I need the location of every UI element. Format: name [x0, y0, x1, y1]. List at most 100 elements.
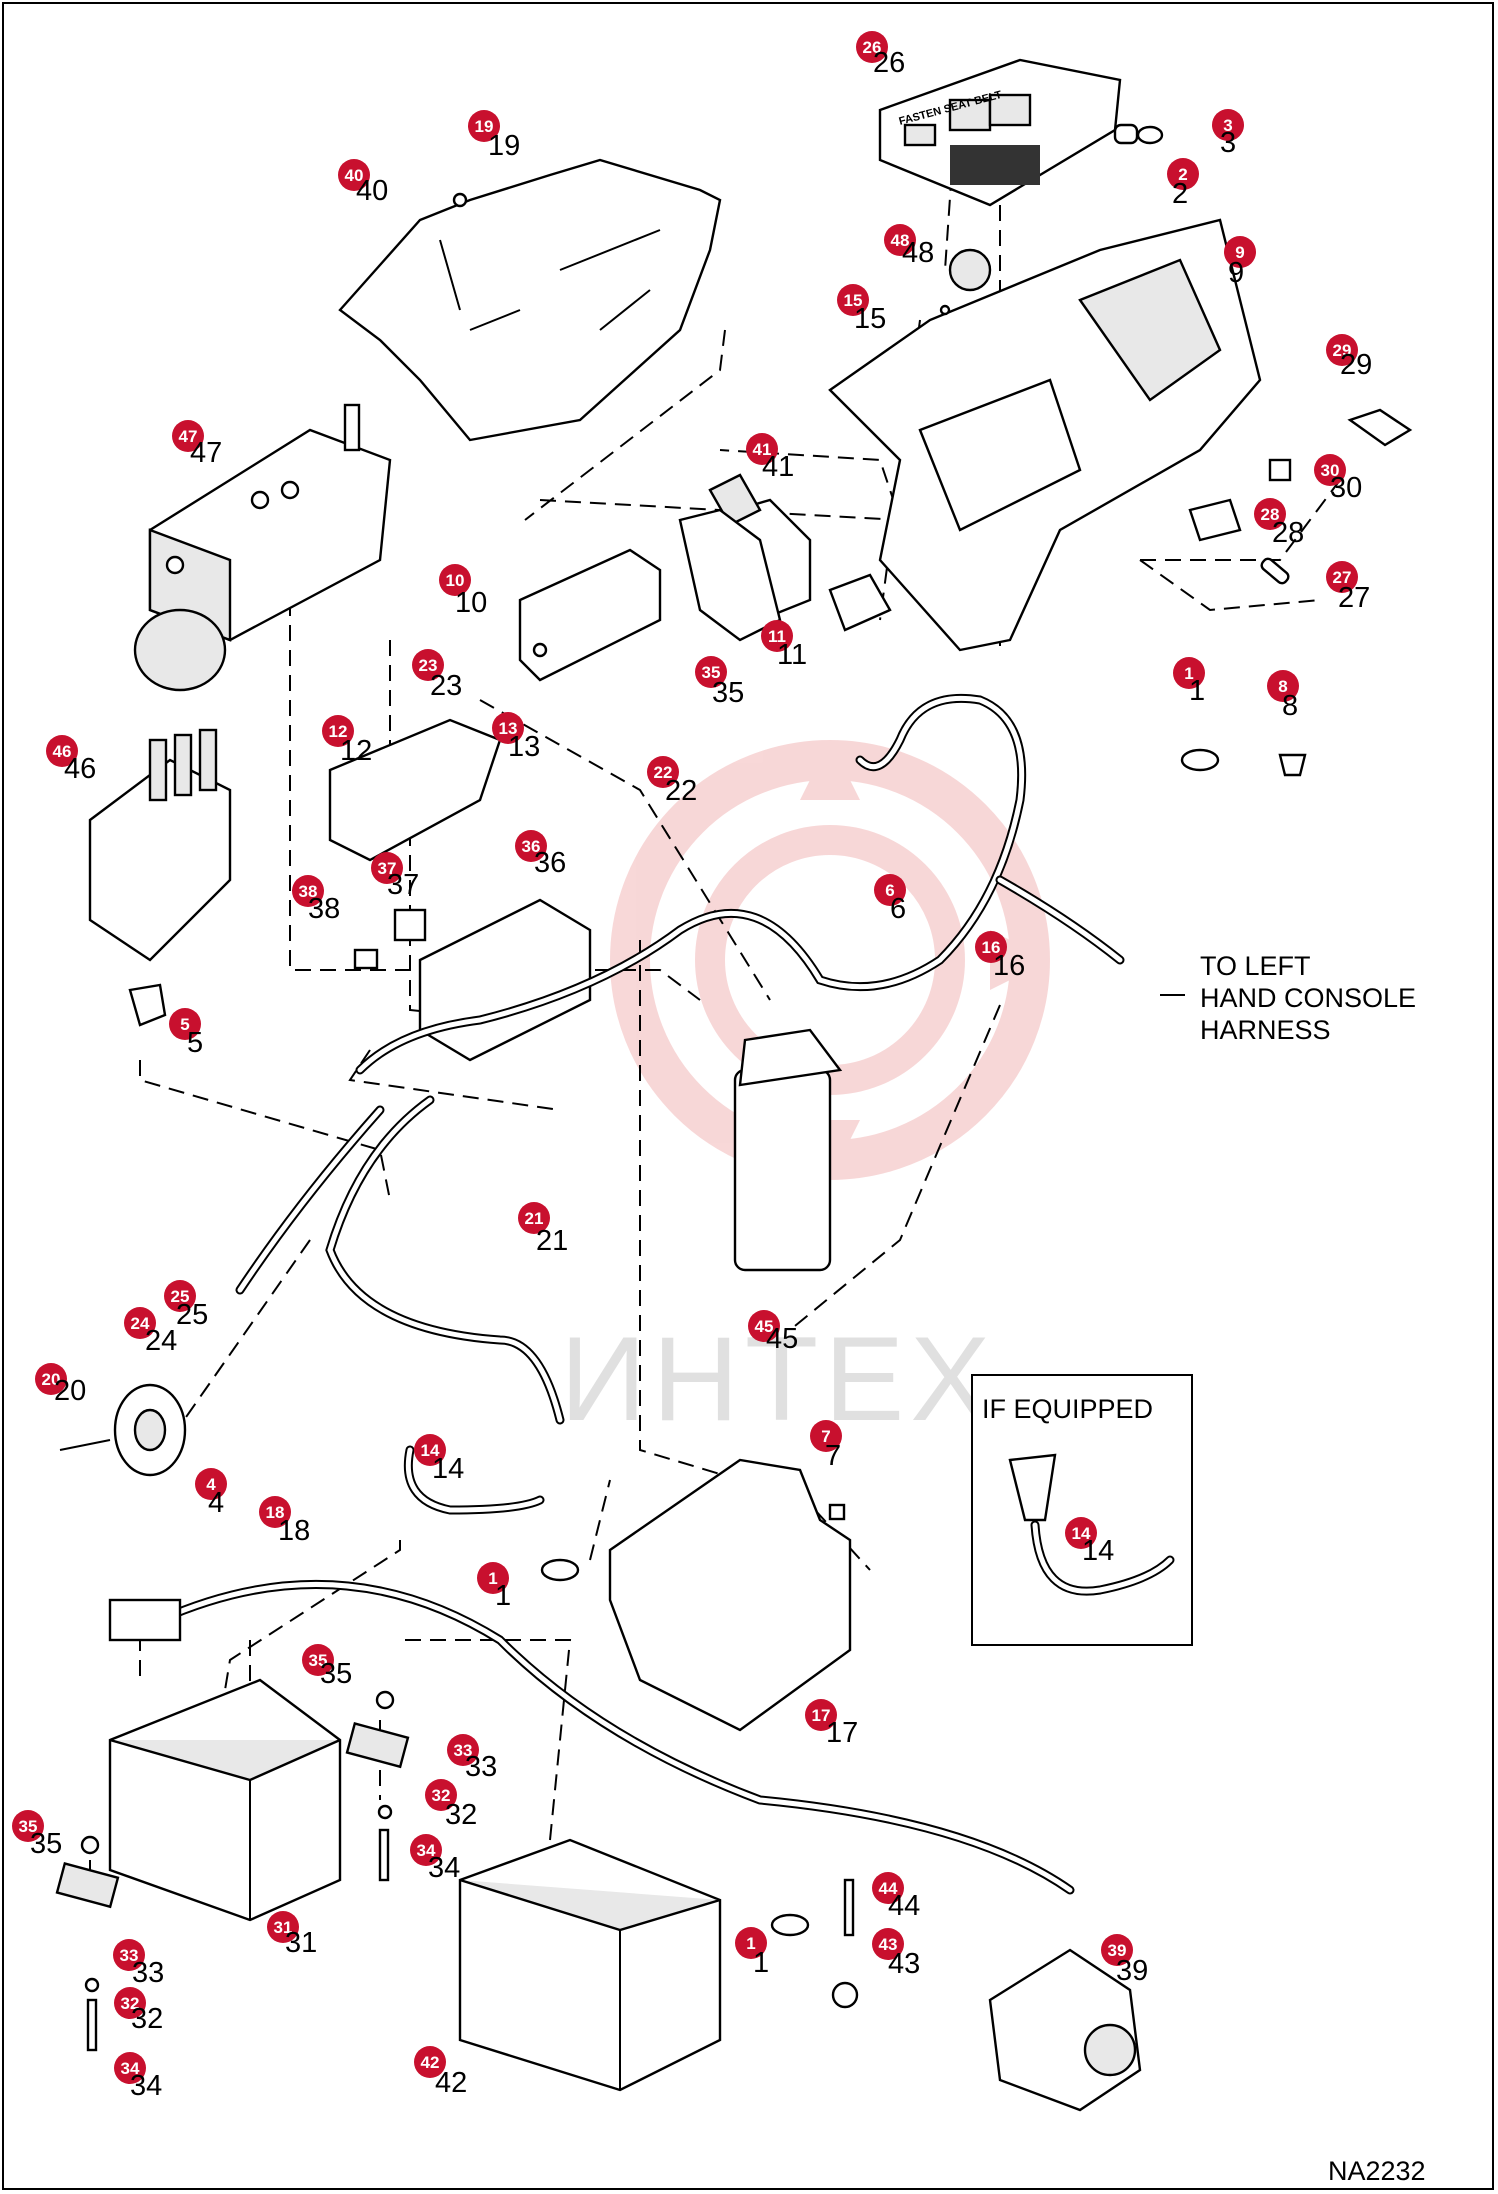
callout-badge: 32: [425, 1779, 457, 1811]
callout-badge-dot: [12, 1810, 44, 1842]
callout-badge-text: 27: [1333, 568, 1352, 587]
callout-badge-text: 14: [1072, 1524, 1091, 1543]
callout-badge-dot: [515, 830, 547, 862]
battery-bracket: [608, 1458, 852, 1732]
callout-badge-dot: [477, 1562, 509, 1594]
callout-badge: 14: [414, 1434, 446, 1466]
callout-number-label: 1: [495, 1580, 511, 1612]
callout-number-label: 39: [1116, 1955, 1148, 1987]
callout-badge-dot: [172, 420, 204, 452]
callout-number-label: 42: [435, 2067, 467, 2099]
callout-number-label: 43: [888, 1948, 920, 1980]
callout-number-label: 48: [902, 237, 934, 269]
callout-badge-dot: [1326, 561, 1358, 593]
callout-badge: 38: [292, 875, 324, 907]
harness-note: TO LEFT HAND CONSOLE HARNESS: [1200, 951, 1416, 1045]
callout-badge-text: 43: [879, 1935, 898, 1954]
horn: [59, 1383, 187, 1477]
callout-badge-dot: [874, 874, 906, 906]
callout-badge-dot: [695, 656, 727, 688]
callout-number-label: 36: [534, 847, 566, 879]
callout-badge-text: 16: [982, 938, 1001, 957]
callout-badge: 43: [872, 1928, 904, 1960]
callout-number-label: 32: [445, 1799, 477, 1831]
battery-cable-14: [403, 1445, 545, 1515]
callout-badge-text: 13: [499, 719, 518, 738]
callout-badge-text: 11: [768, 627, 786, 646]
callout-badge-dot: [1101, 1934, 1133, 1966]
callout-badge-text: 22: [654, 763, 673, 782]
callout-badge-dot: [425, 1779, 457, 1811]
callout-badge-dot: [1254, 498, 1286, 530]
callout-number-label: 38: [308, 893, 340, 925]
callout-number-label: 33: [465, 1751, 497, 1783]
callout-badge-dot: [259, 1496, 291, 1528]
callout-badge-dot: [1314, 454, 1346, 486]
callout-badge-text: 10: [446, 571, 465, 590]
callout-badge-text: 33: [454, 1741, 473, 1760]
callout-badge-text: 46: [53, 742, 72, 761]
callout-badge: 28: [1254, 498, 1286, 530]
callout-badge-dot: [748, 1310, 780, 1342]
callout-badge-text: 20: [42, 1370, 61, 1389]
callout-badge: 24: [124, 1307, 156, 1339]
callout-badge: 37: [371, 852, 403, 884]
callout-badge-text: 32: [121, 1994, 140, 2013]
callout-badge: 31: [267, 1911, 299, 1943]
battery-42: [458, 1838, 722, 2092]
callout-badge-text: 8: [1278, 677, 1287, 696]
callout-badge-dot: [872, 1872, 904, 1904]
callout-badge-dot: [884, 224, 916, 256]
callout-badge: 41: [746, 433, 778, 465]
callout-badge-text: 30: [1321, 461, 1340, 480]
callout-badge: 25: [164, 1280, 196, 1312]
callout-badge-dot: [338, 159, 370, 191]
small-parts-top: [939, 123, 1164, 316]
callout-badge-text: 25: [171, 1287, 190, 1306]
callout-badge-dot: [302, 1644, 334, 1676]
callout-number-label: 26: [873, 47, 905, 79]
callout-badge: 32: [114, 1987, 146, 2019]
callout-number-label: 7: [825, 1440, 841, 1472]
callout-badge: 33: [113, 1939, 145, 1971]
callout-badge: 13: [492, 712, 524, 744]
callout-badge: 1: [477, 1562, 509, 1594]
callout-badge: 16: [975, 931, 1007, 963]
callout-badge-dot: [735, 1927, 767, 1959]
callout-badge: 5: [169, 1008, 201, 1040]
callout-badge: 40: [338, 159, 370, 191]
callout-badge-dot: [414, 1434, 446, 1466]
fuse-relay-group: [328, 718, 592, 1062]
callout-number-label: 5: [187, 1027, 203, 1059]
callout-badge-dot: [468, 110, 500, 142]
callout-badge-text: 15: [844, 291, 863, 310]
callout-badge-text: 21: [525, 1209, 544, 1228]
display-panel: FASTEN SEAT BELT: [878, 58, 1122, 207]
callout-badge-dot: [35, 1363, 67, 1395]
callout-badge-text: 38: [299, 882, 318, 901]
callout-number-label: 14: [1082, 1535, 1114, 1567]
battery-cable-18: [108, 1579, 1075, 1895]
callout-number-label: 34: [428, 1852, 460, 1884]
callout-badge-dot: [412, 649, 444, 681]
callout-badge: 30: [1314, 454, 1346, 486]
callout-number-label: 24: [145, 1325, 177, 1357]
callout-number-label: 44: [888, 1890, 920, 1922]
callout-badge-text: 4: [206, 1475, 216, 1494]
callout-number-label: 6: [890, 893, 906, 925]
callout-badge-text: 2: [1178, 165, 1187, 184]
callout-badge-text: 17: [812, 1706, 831, 1725]
drawing-code: NA2232: [1328, 2156, 1426, 2186]
callout-badge: 7: [810, 1420, 842, 1452]
callout-badge-text: 35: [702, 663, 721, 682]
callout-badge-text: 40: [345, 166, 364, 185]
callout-badge: 17: [805, 1699, 837, 1731]
callout-badge-dot: [647, 756, 679, 788]
callout-badge-dot: [114, 2052, 146, 2084]
callout-badge-text: 36: [522, 837, 541, 856]
callout-badge: 18: [259, 1496, 291, 1528]
inset-title: IF EQUIPPED: [982, 1394, 1153, 1424]
callout-number-label: 46: [64, 753, 96, 785]
callout-badge: 35: [302, 1644, 334, 1676]
